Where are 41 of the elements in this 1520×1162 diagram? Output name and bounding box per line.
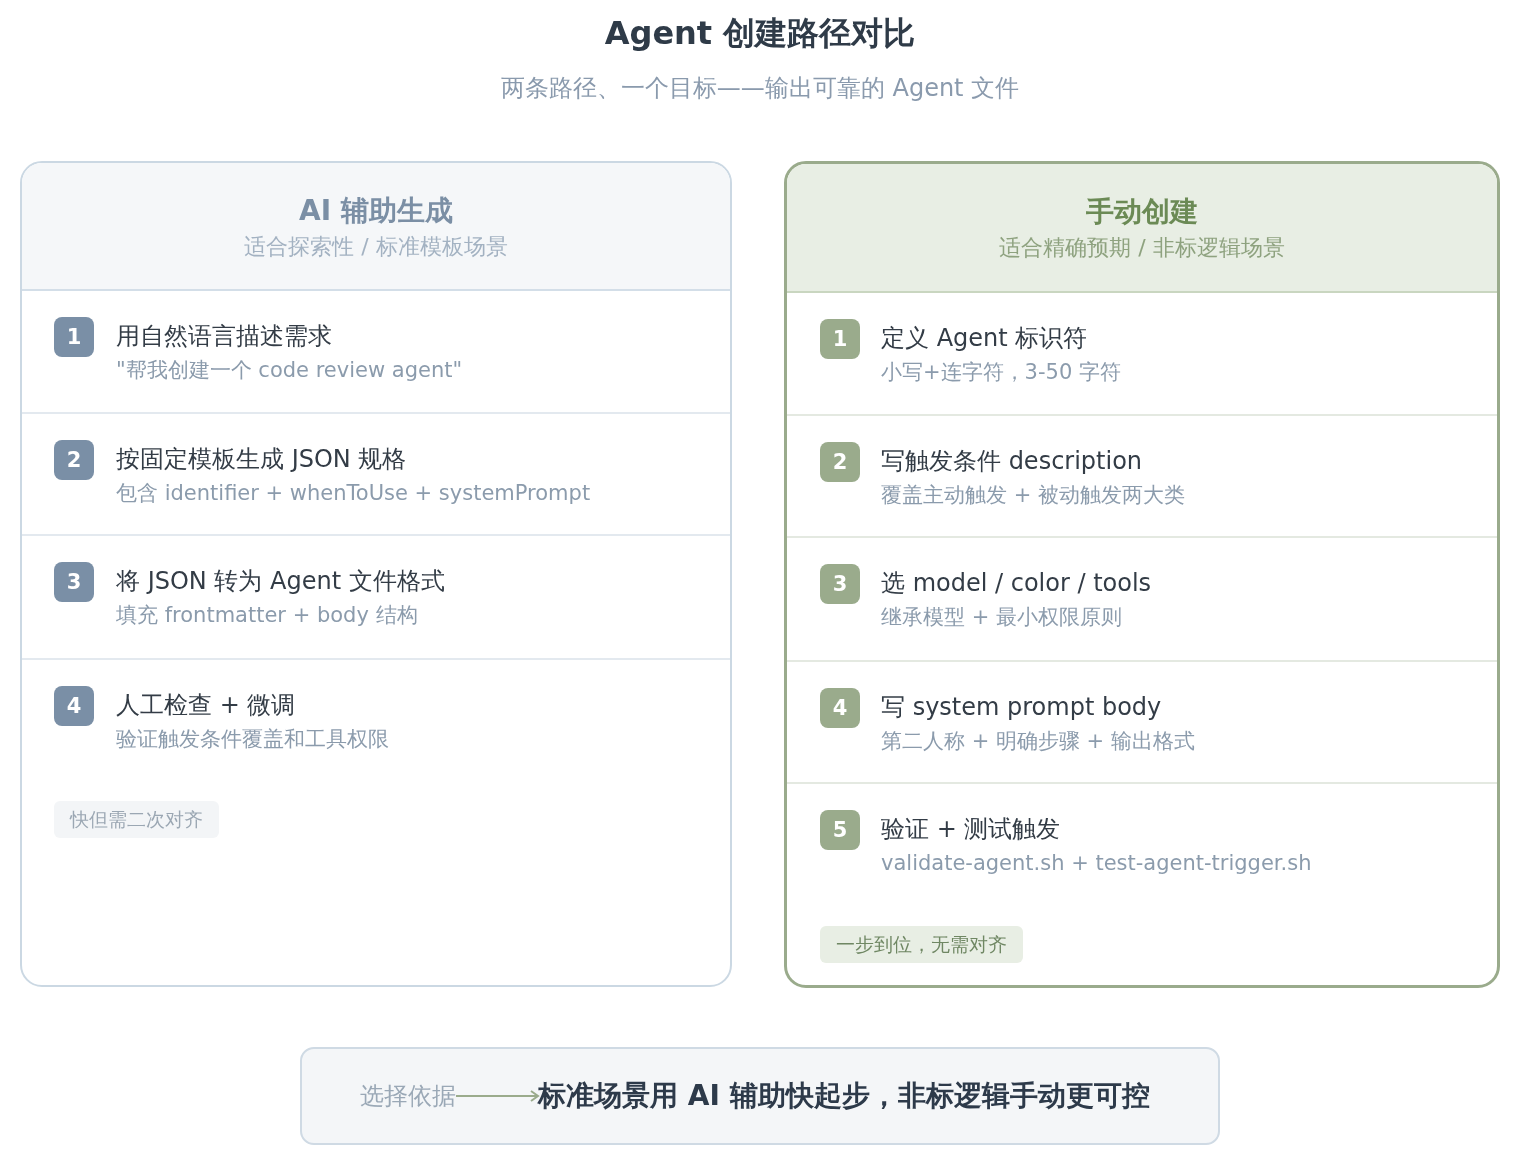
- step-title: 用自然语言描述需求: [116, 321, 332, 352]
- conclusion-text: 标准场景用 AI 辅助快起步，非标逻辑手动更可控: [538, 1076, 1150, 1116]
- step-number-badge: 1: [820, 319, 860, 359]
- page-subtitle: 两条路径、一个目标——输出可靠的 Agent 文件: [500, 73, 1020, 104]
- step-title: 选 model / color / tools: [881, 568, 1152, 599]
- step-description: "帮我创建一个 code review agent": [116, 357, 463, 384]
- step-number-badge: 2: [54, 440, 94, 480]
- step-number-badge: 4: [54, 686, 94, 726]
- criterion-label: 选择依据: [360, 1080, 456, 1112]
- step-title: 验证 + 测试触发: [881, 814, 1061, 845]
- step-title: 人工检查 + 微调: [116, 690, 296, 721]
- path-card: [784, 161, 1500, 988]
- conclusion-panel: [300, 1047, 1220, 1145]
- card-subtitle: 适合精确预期 / 非标逻辑场景: [999, 234, 1285, 262]
- step-title: 将 JSON 转为 Agent 文件格式: [116, 566, 445, 597]
- step-title: 写触发条件 description: [881, 446, 1143, 477]
- summary-tag: 快但需二次对齐: [54, 801, 219, 838]
- step-description: validate-agent.sh + test-agent-trigger.sh: [881, 850, 1312, 877]
- step-number-badge: 4: [820, 688, 860, 728]
- page-title: Agent 创建路径对比: [604, 13, 916, 54]
- arrow: [455, 1090, 539, 1102]
- card-title: AI 辅助生成: [299, 193, 453, 229]
- step-description: 覆盖主动触发 + 被动触发两大类: [881, 482, 1185, 509]
- path-card: [20, 161, 732, 987]
- step-description: 包含 identifier + whenToUse + systemPrompt: [116, 480, 591, 507]
- step-description: 第二人称 + 明确步骤 + 输出格式: [881, 728, 1195, 755]
- card-title: 手动创建: [1086, 194, 1198, 230]
- step-description: 验证触发条件覆盖和工具权限: [116, 726, 389, 753]
- step-title: 写 system prompt body: [881, 692, 1162, 723]
- step-number-badge: 3: [820, 564, 860, 604]
- step-number-badge: 5: [820, 810, 860, 850]
- step-description: 填充 frontmatter + body 结构: [116, 602, 418, 629]
- step-number-badge: 2: [820, 442, 860, 482]
- step-number-badge: 3: [54, 562, 94, 602]
- step-description: 小写+连字符，3-50 字符: [881, 359, 1121, 386]
- step-title: 定义 Agent 标识符: [881, 323, 1088, 354]
- step-number-badge: 1: [54, 317, 94, 357]
- step-title: 按固定模板生成 JSON 规格: [116, 444, 407, 475]
- card-subtitle: 适合探索性 / 标准模板场景: [244, 233, 508, 261]
- step-description: 继承模型 + 最小权限原则: [881, 604, 1122, 631]
- summary-tag: 一步到位，无需对齐: [820, 926, 1023, 963]
